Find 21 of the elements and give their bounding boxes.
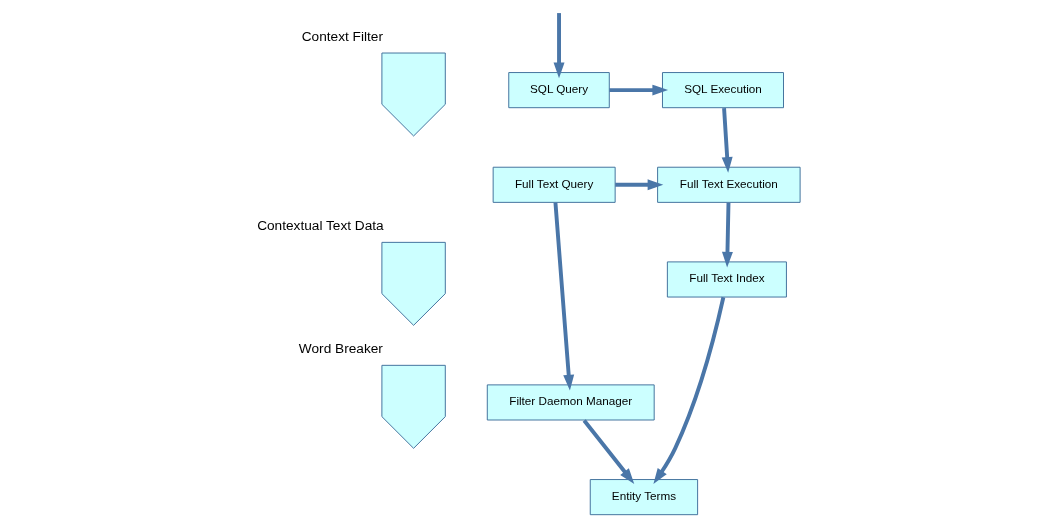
node-label: Context Filter — [301, 28, 383, 44]
arrow — [553, 202, 575, 391]
arrow — [653, 296, 726, 484]
node-chevron — [381, 52, 446, 137]
node-box: Full Text Query — [492, 166, 616, 203]
node-box: SQL Query — [508, 72, 610, 109]
arrow — [721, 202, 733, 268]
node-chevron — [381, 364, 446, 449]
arrow — [582, 419, 635, 484]
node-label: Word Breaker — [298, 340, 383, 356]
node-chevron — [381, 241, 446, 326]
node-box: Entity Terms — [589, 479, 699, 516]
arrow — [615, 179, 664, 191]
arrow — [609, 84, 669, 96]
node-box: Filter Daemon Manager — [486, 384, 655, 421]
node-box: Full Text Execution — [657, 166, 801, 203]
node-label: Contextual Text Data — [257, 217, 384, 233]
arrow — [721, 108, 733, 173]
node-box: SQL Execution — [662, 72, 784, 109]
arrow — [553, 13, 565, 79]
node-box: Full Text Index — [666, 261, 787, 298]
